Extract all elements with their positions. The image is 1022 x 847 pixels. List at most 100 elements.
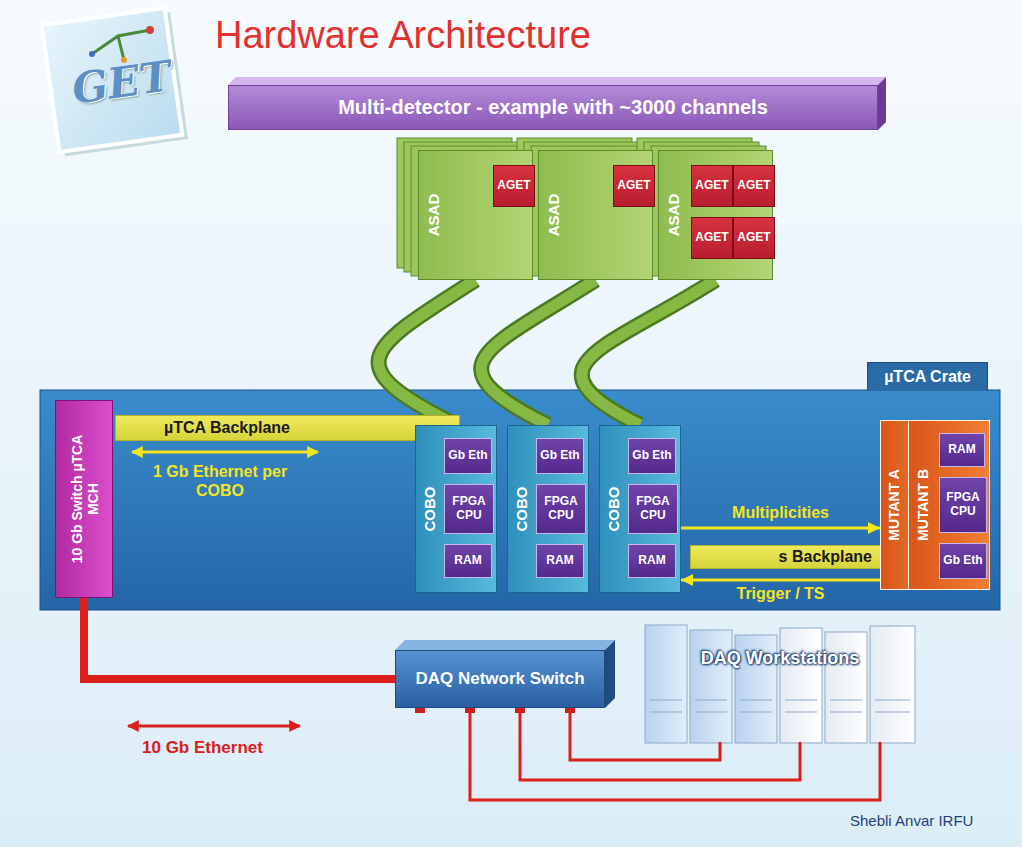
link-label: 1 Gb Ethernet per COBO — [150, 462, 290, 500]
signal-arrow — [681, 579, 880, 582]
node-label: AGET — [737, 231, 770, 245]
node-label: RAM — [546, 554, 573, 568]
server-tower — [780, 628, 822, 743]
drive-bays — [650, 700, 910, 712]
aget-chip: AGET — [733, 217, 775, 259]
node-label: µTCA Crate — [867, 362, 988, 391]
mutant-card: MUTANT B RAM FPGA CPU Gb Eth — [908, 420, 990, 590]
workstation-group: DAQ Workstations — [640, 622, 920, 742]
aget-chip: AGET — [733, 165, 775, 207]
node-label: Multi-detector - example with ~3000 chan… — [338, 96, 768, 119]
ethernet-link — [520, 708, 800, 780]
logo-text: GET — [69, 51, 174, 113]
link-label: 10 Gb Ethernet — [142, 738, 263, 758]
cobo-card: COBO Gb EthFPGA CPU RAM — [507, 425, 589, 593]
server-tower — [690, 630, 732, 743]
node-label: ASAD — [545, 194, 562, 237]
signal-arrow — [681, 527, 880, 530]
node-label: RAM — [454, 554, 481, 568]
server-towers — [645, 625, 915, 743]
aget-chip: AGET — [691, 217, 733, 259]
node-label: RAM — [638, 554, 665, 568]
chip-box: Gb Eth — [628, 438, 676, 474]
node-label: COBO — [605, 487, 622, 532]
chip-box: FPGA CPU — [939, 477, 987, 533]
node-label: AGET — [695, 179, 728, 193]
aget-chip: AGET — [493, 165, 535, 207]
node-label: Gb Eth — [943, 554, 982, 568]
credit-text: Shebli Anvar IRFU — [850, 812, 973, 829]
node-label: FPGA CPU — [631, 495, 675, 523]
node-label: COBO — [421, 487, 438, 532]
chip-box: FPGA CPU — [536, 484, 586, 534]
crate-panel: µTCA CrateµTCA Backplane10 Gb Switch µTC… — [40, 390, 1000, 610]
node-label: DAQ Network Switch — [415, 669, 584, 689]
chip-box: Gb Eth — [444, 438, 492, 474]
ethernet-link — [470, 708, 880, 800]
switch-ports — [415, 708, 575, 713]
asad-card: ASAD AGET — [538, 150, 653, 280]
node-label: ASAD — [425, 194, 442, 237]
detector-bar: Multi-detector - example with ~3000 chan… — [228, 85, 878, 130]
node-label: Gb Eth — [448, 449, 487, 463]
node-label: s Backplane — [779, 548, 872, 566]
switch-port — [415, 708, 425, 713]
switch-card: 10 Gb Switch µTCA MCH — [55, 400, 113, 598]
ethernet-arrow — [128, 725, 300, 728]
node-label: FPGA CPU — [539, 495, 583, 523]
node-label: 10 Gb Switch µTCA MCH — [69, 429, 101, 569]
aget-chip: AGET — [691, 165, 733, 207]
cobo-card: COBO Gb EthFPGA CPU RAM — [415, 425, 497, 593]
backplane-band: s Backplane — [690, 545, 885, 569]
server-tower — [870, 626, 915, 743]
node-label: ASAD — [665, 194, 682, 237]
node-label: RAM — [948, 443, 975, 457]
page-title: Hardware Architecture — [215, 14, 591, 57]
signal-cable — [582, 280, 716, 425]
chip-box: Gb Eth — [536, 438, 584, 474]
chip-box: FPGA CPU — [444, 484, 494, 534]
network-switch: DAQ Network Switch — [395, 650, 605, 708]
chip-box: Gb Eth — [939, 543, 987, 579]
ethernet-link — [570, 708, 720, 760]
node-label: Gb Eth — [540, 449, 579, 463]
chip-box: FPGA CPU — [628, 484, 678, 534]
logo-tile — [42, 8, 183, 152]
signal-cable — [481, 280, 595, 425]
node-label: Gb Eth — [632, 449, 671, 463]
server-tower — [645, 625, 687, 743]
node-label: MUTANT B — [915, 469, 931, 541]
logo-dot — [146, 26, 154, 34]
asad-card: ASAD AGET AGET AGET AGET — [658, 150, 773, 280]
logo — [42, 8, 188, 156]
node-label: AGET — [695, 231, 728, 245]
backplane-band: µTCA Backplane — [115, 415, 460, 441]
node-label: DAQ Workstations — [640, 648, 920, 669]
bar-side-face — [878, 77, 886, 130]
chip-box: RAM — [444, 544, 492, 578]
asad-card: ASAD AGET — [418, 150, 533, 280]
node-label: FPGA CPU — [942, 491, 984, 519]
chip-box: RAM — [536, 544, 584, 578]
node-label: µTCA Backplane — [164, 419, 290, 437]
cobo-card: COBO Gb EthFPGA CPU RAM — [599, 425, 681, 593]
edge-label: Trigger / TS — [736, 585, 824, 603]
node-label: AGET — [497, 179, 530, 193]
ethernet-link — [84, 598, 395, 679]
aget-chip: AGET — [613, 165, 655, 207]
signal-cable — [379, 280, 476, 425]
node-label: AGET — [617, 179, 650, 193]
cable-shade — [481, 280, 595, 425]
node-label: COBO — [513, 487, 530, 532]
edge-label: Multiplicities — [732, 504, 829, 522]
chip-box: RAM — [628, 544, 676, 578]
node-label: FPGA CPU — [447, 495, 491, 523]
crate-panel — [40, 390, 1000, 610]
ethernet-arrow — [132, 451, 318, 454]
node-label: MUTANT A — [886, 469, 902, 541]
switch-top-face — [395, 640, 615, 650]
logo-dot — [89, 51, 95, 57]
chip-box: RAM — [939, 433, 985, 467]
